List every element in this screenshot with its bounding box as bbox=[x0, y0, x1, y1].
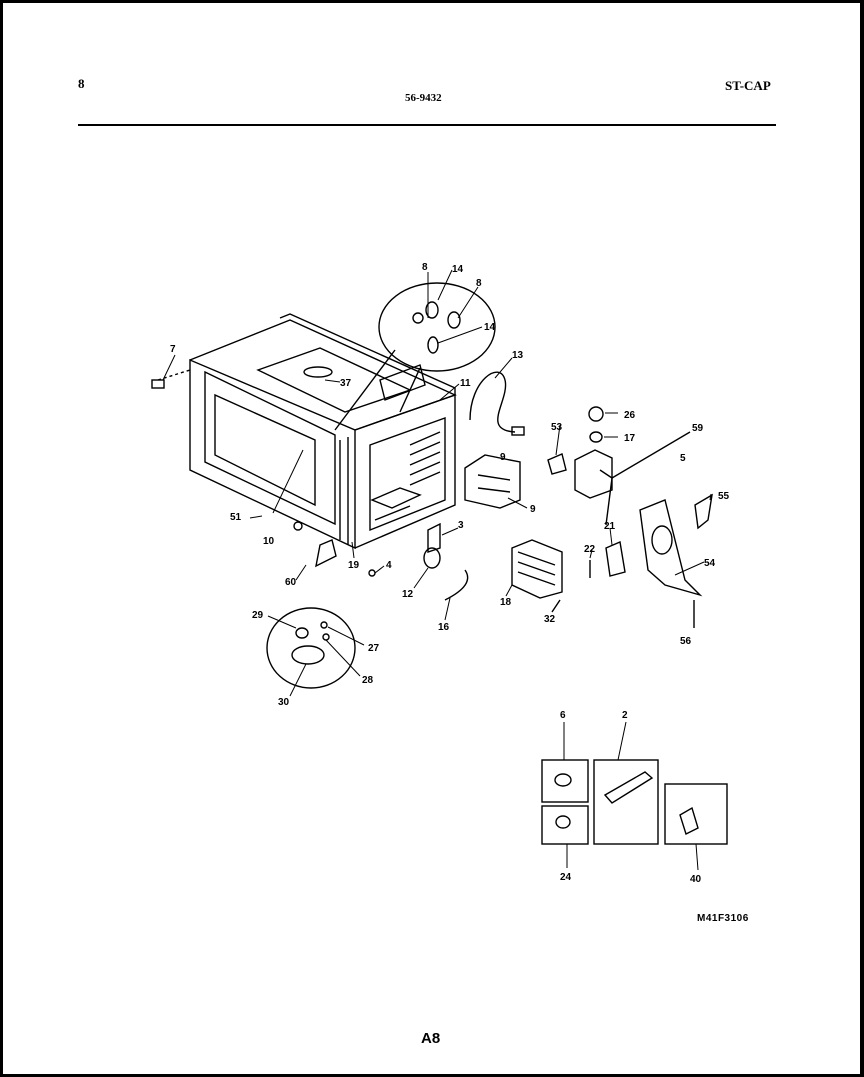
diagram-code: M41F3106 bbox=[697, 913, 749, 924]
callout-21: 21 bbox=[604, 521, 616, 532]
callout-10: 10 bbox=[263, 536, 275, 547]
callout-7: 7 bbox=[170, 344, 176, 355]
high-voltage-transformer bbox=[464, 454, 521, 509]
callout-5: 5 bbox=[680, 453, 686, 464]
callout-3: 3 bbox=[458, 520, 464, 531]
callout-13: 13 bbox=[512, 350, 524, 361]
callout-60: 60 bbox=[285, 577, 297, 588]
callout-32: 32 bbox=[544, 614, 556, 625]
callout-11: 11 bbox=[460, 378, 471, 389]
callout-26: 26 bbox=[624, 410, 636, 421]
callout-55: 55 bbox=[718, 491, 730, 502]
callout-9b: 9 bbox=[500, 452, 506, 463]
callout-18: 18 bbox=[500, 597, 512, 608]
callout-30: 30 bbox=[278, 697, 290, 708]
callout-53: 53 bbox=[551, 422, 563, 433]
callout-8a: 8 bbox=[422, 262, 428, 273]
callout-4: 4 bbox=[386, 560, 392, 571]
magnetron bbox=[511, 539, 563, 599]
header-rule bbox=[78, 124, 776, 126]
header-center-model: 56-9432 bbox=[405, 92, 442, 104]
callout-12: 12 bbox=[402, 589, 414, 600]
page-number: A8 bbox=[421, 1030, 441, 1047]
callout-14b: 14 bbox=[484, 322, 496, 333]
callout-28: 28 bbox=[362, 675, 374, 686]
callout-56: 56 bbox=[680, 636, 692, 647]
cabinet-assembly bbox=[151, 313, 457, 550]
misc-small-parts bbox=[293, 521, 469, 601]
callout-27: 27 bbox=[368, 643, 380, 654]
callout-54: 54 bbox=[704, 558, 716, 569]
callout-24: 24 bbox=[560, 872, 572, 883]
callout-51: 51 bbox=[230, 512, 242, 523]
callout-22: 22 bbox=[584, 544, 596, 555]
callout-17: 17 bbox=[624, 433, 636, 444]
callout-37: 37 bbox=[340, 378, 352, 389]
leader-lines bbox=[162, 269, 712, 871]
callout-6: 6 bbox=[560, 710, 566, 721]
callout-19: 19 bbox=[348, 560, 360, 571]
power-cord bbox=[469, 371, 525, 436]
inset-boxes bbox=[541, 759, 728, 845]
callout-2: 2 bbox=[622, 710, 628, 721]
callout-59: 59 bbox=[692, 423, 704, 434]
right-side-parts bbox=[547, 406, 713, 628]
callout-8b: 8 bbox=[476, 278, 482, 289]
callout-9: 9 bbox=[530, 504, 536, 515]
callout-14a: 14 bbox=[452, 264, 464, 275]
inset-circle-top bbox=[334, 282, 496, 431]
callout-40: 40 bbox=[690, 874, 702, 885]
inset-circle-bottom bbox=[266, 607, 356, 689]
callout-29: 29 bbox=[252, 610, 264, 621]
callout-16: 16 bbox=[438, 622, 450, 633]
header-left: 8 bbox=[78, 76, 85, 91]
header-right: ST-CAP bbox=[725, 78, 771, 93]
